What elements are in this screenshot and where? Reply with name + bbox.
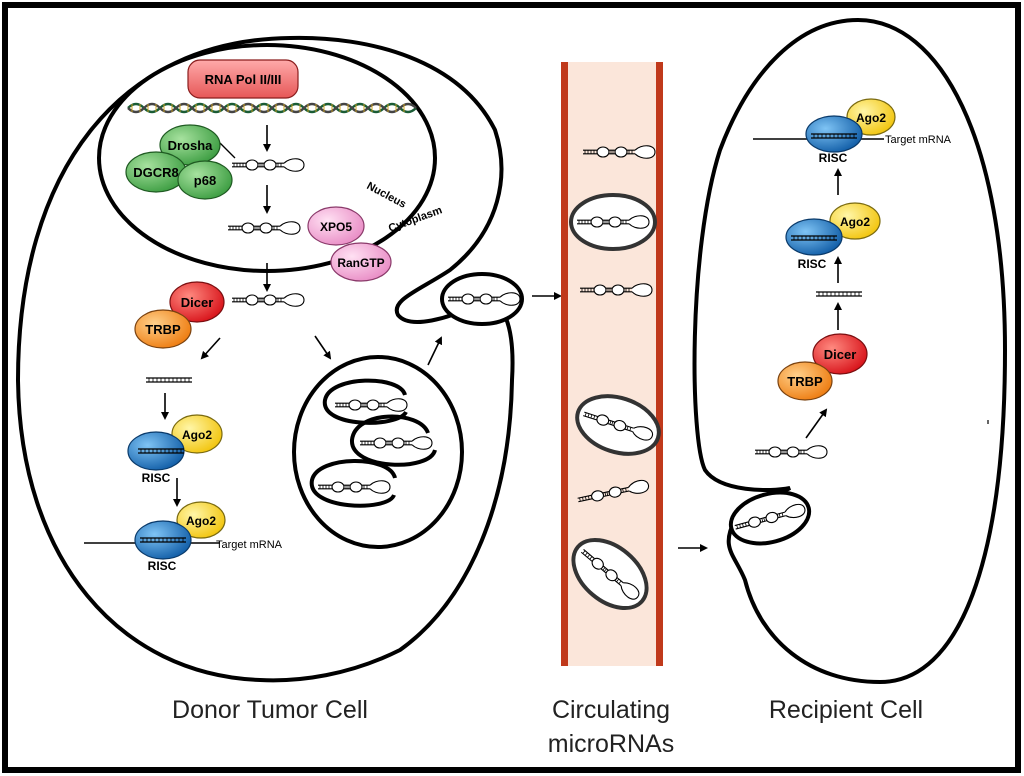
risc-label-donor-2: RISC [148, 559, 177, 573]
ago2-protein-donor-2 [176, 501, 226, 539]
rna-pol-box [187, 59, 299, 99]
arrow-to-mvb [314, 335, 332, 360]
risc-guide-donor-1 [137, 448, 185, 454]
vessel-wall-right [656, 62, 663, 666]
trbp-protein-donor [134, 309, 192, 349]
dicer-protein-donor [169, 281, 225, 323]
risc-label-donor-1: RISC [142, 471, 171, 485]
target-mrna-label-recipient: Target mRNA [885, 134, 952, 146]
rna-pol-label: RNA Pol II/III [205, 72, 282, 87]
ago2-protein-recipient-2 [829, 202, 881, 240]
mirna-duplex-recipient [815, 291, 863, 297]
multivesicular-body [292, 355, 464, 549]
circulating-exosome-1 [571, 195, 655, 249]
caption-recipient-cell: Recipient Cell [769, 696, 923, 724]
arrow-dicing [200, 337, 221, 360]
ago2-label-donor-2: Ago2 [186, 514, 216, 528]
caption-circulating-line1: Circulating [552, 696, 670, 724]
arrow-to-dicer-recipient [805, 408, 828, 439]
rangtp-label: RanGTP [337, 256, 384, 270]
vessel-wall-left [561, 62, 568, 666]
mirna-duplex-donor [145, 377, 193, 383]
rangtp-protein [330, 242, 392, 282]
dicer-protein-recipient [812, 333, 868, 375]
drosha-link [219, 142, 236, 159]
dicer-label-recipient: Dicer [824, 347, 857, 362]
p68-protein [177, 160, 233, 200]
caption-circulating-line2: microRNAs [548, 730, 674, 758]
endocytosed-exosome-recipient [728, 490, 812, 546]
ago2-label-recipient-1: Ago2 [856, 111, 886, 125]
risc-guide-donor-2 [139, 537, 187, 543]
trbp-label-donor: TRBP [145, 322, 181, 337]
intraluminal-vesicle-2 [349, 414, 437, 467]
dicer-label-donor: Dicer [181, 295, 214, 310]
ago2-label-donor-1: Ago2 [182, 428, 212, 442]
risc-guide-recipient-2 [790, 235, 838, 241]
risc-label-recipient-2: RISC [798, 257, 827, 271]
trbp-label-recipient: TRBP [787, 374, 823, 389]
caption-donor-tumor-cell: Donor Tumor Cell [172, 696, 368, 724]
dna-helix [127, 102, 417, 114]
budding-exosome-donor [440, 272, 524, 326]
arrow-mvb-to-membrane [427, 336, 443, 366]
ago2-protein-donor-1 [171, 414, 223, 454]
recipient-cell-membrane [692, 17, 1008, 685]
risc-guide-recipient-1 [810, 133, 858, 139]
intraluminal-vesicle-1 [322, 378, 408, 425]
trbp-protein-recipient [777, 361, 833, 401]
xpo5-protein [307, 206, 365, 246]
intraluminal-vesicle-3 [309, 459, 397, 508]
target-mrna-label-donor: Target mRNA [216, 539, 283, 551]
p68-label: p68 [194, 173, 216, 188]
dgcr8-label: DGCR8 [133, 165, 179, 180]
risc-protein-donor-1 [127, 431, 185, 471]
ago2-label-recipient-2: Ago2 [840, 215, 870, 229]
risc-label-recipient-1: RISC [819, 151, 848, 165]
xpo5-label: XPO5 [320, 220, 352, 234]
donor-cell-membrane [15, 35, 515, 683]
drosha-label: Drosha [168, 138, 214, 153]
